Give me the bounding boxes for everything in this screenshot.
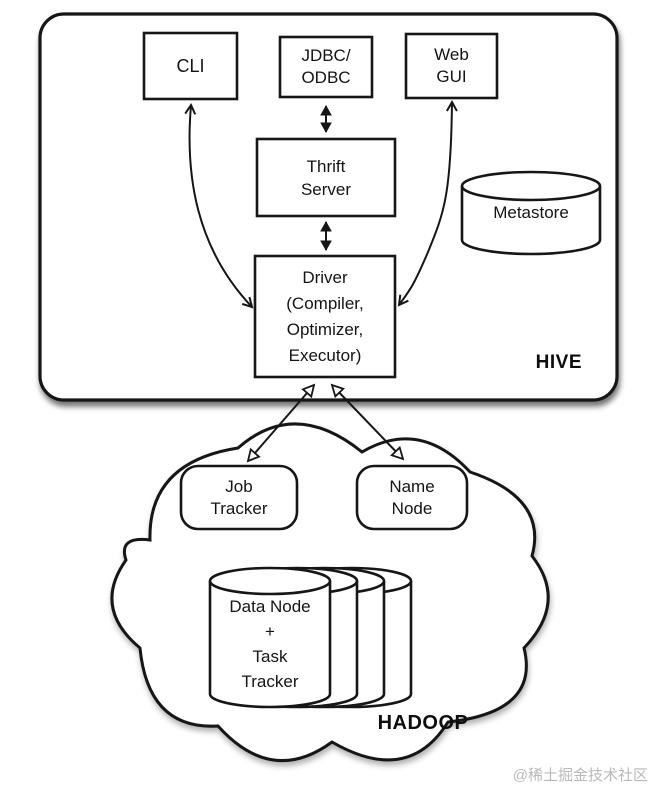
data-node-cylinder-1-rim <box>208 580 332 596</box>
cli-box <box>142 31 239 101</box>
jdbc-odbc-box <box>278 35 374 99</box>
data-node-cylinder-1 <box>208 566 332 709</box>
metastore-cylinder <box>460 170 602 256</box>
name-node-box <box>355 464 469 531</box>
watermark-text: @稀土掘金技术社区 <box>512 767 648 784</box>
arrow-webgui-driver <box>397 99 458 307</box>
hadoop-title: HADOOP <box>377 712 469 734</box>
arrow-cli-driver <box>184 102 254 309</box>
job-tracker-box <box>179 464 299 531</box>
arrow-driver-namenode <box>330 383 405 461</box>
driver-box <box>253 254 397 379</box>
arrow-driver-jobtracker <box>246 383 316 463</box>
data-node-cylinder-stack <box>208 566 413 709</box>
web-gui-box <box>404 32 499 100</box>
metastore-cylinder-rim <box>460 185 602 202</box>
hive-title: HIVE <box>535 352 582 373</box>
thrift-server-box <box>255 137 397 218</box>
